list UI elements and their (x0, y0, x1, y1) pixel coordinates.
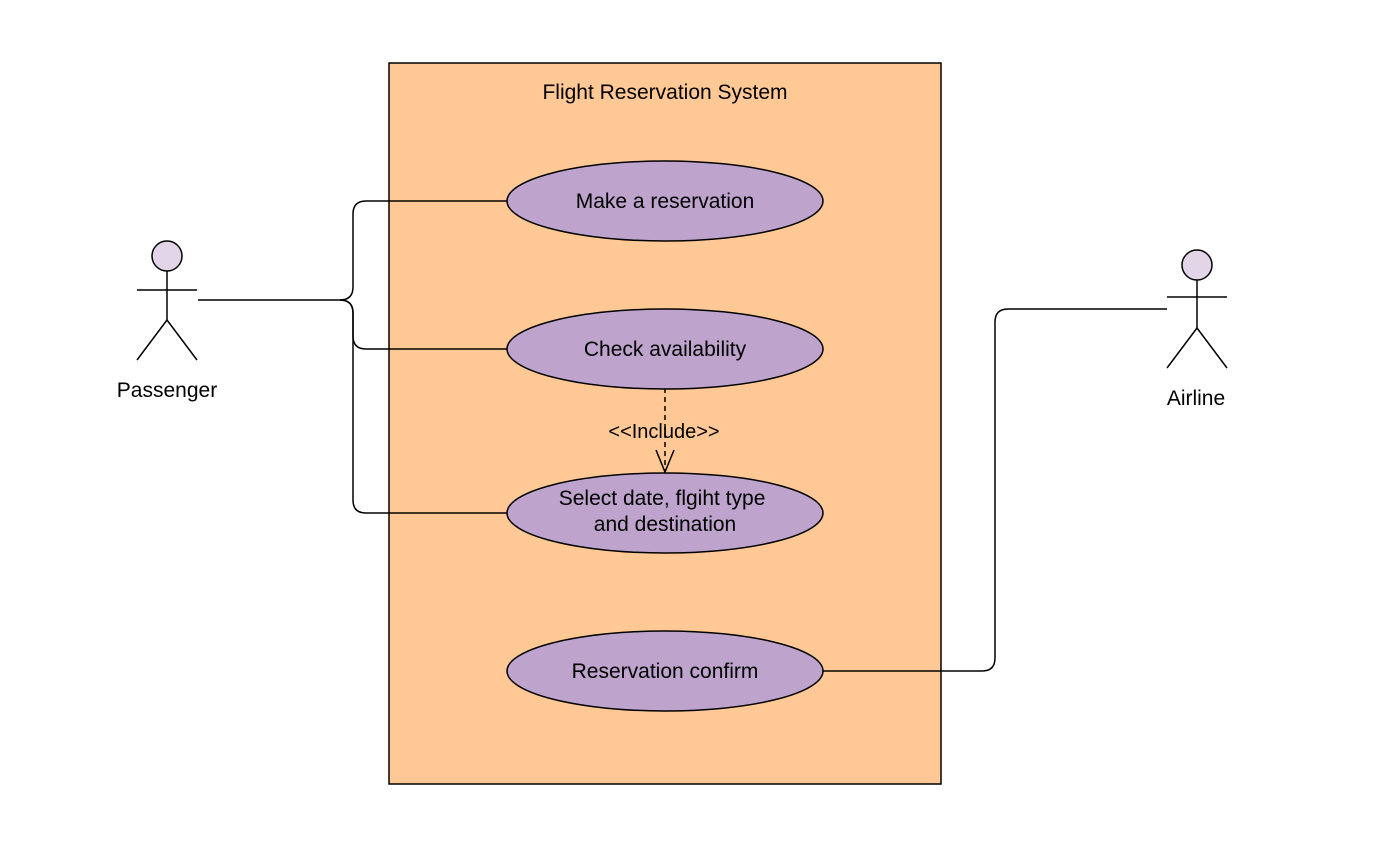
use-case-ellipse (506, 472, 824, 554)
use-case-select-date[interactable]: Select date, flgiht type and destination (506, 472, 824, 554)
include-label: <<Include>> (608, 421, 719, 443)
actor-label: Passenger (117, 379, 217, 402)
actor-passenger[interactable]: Passenger (117, 240, 217, 402)
use-case-make-reservation[interactable]: Make a reservation (506, 160, 824, 242)
use-case-label-line: Check availability (584, 338, 747, 361)
include-relation[interactable]: <<Include>> (608, 388, 720, 474)
use-case-label: Select date, flgiht type and destination (559, 487, 771, 536)
association-airline-reservation-confirm[interactable] (822, 308, 1167, 672)
use-case-label: Reservation confirm (572, 660, 759, 683)
use-case-label-line: and destination (594, 513, 736, 536)
actor-left-leg (136, 319, 168, 361)
use-case-check-availability[interactable]: Check availability (506, 308, 824, 390)
use-case-label: Make a reservation (576, 190, 755, 213)
actor-head (151, 240, 183, 272)
use-case-reservation-confirm[interactable]: Reservation confirm (506, 630, 824, 712)
use-case-label-line: Make a reservation (576, 190, 755, 213)
use-case-ellipse (506, 630, 824, 712)
actor-right-leg (166, 319, 198, 361)
include-arrowhead (655, 449, 675, 474)
actor-label: Airline (1167, 387, 1225, 410)
actor-head (1181, 249, 1213, 281)
use-case-ellipse (506, 308, 824, 390)
association-passenger-make-reservation[interactable] (198, 200, 507, 301)
system-title: Flight Reservation System (542, 81, 787, 104)
actor-airline[interactable]: Airline (1166, 249, 1228, 410)
actor-left-leg (1166, 327, 1198, 369)
use-case-ellipse (506, 160, 824, 242)
association-passenger-select-date[interactable] (339, 299, 507, 514)
passenger-associations (198, 200, 507, 514)
use-case-label-line: Reservation confirm (572, 660, 759, 683)
use-case-label-line: Select date, flgiht type (559, 487, 766, 510)
actor-right-leg (1196, 327, 1228, 369)
use-case-label: Check availability (584, 338, 747, 361)
